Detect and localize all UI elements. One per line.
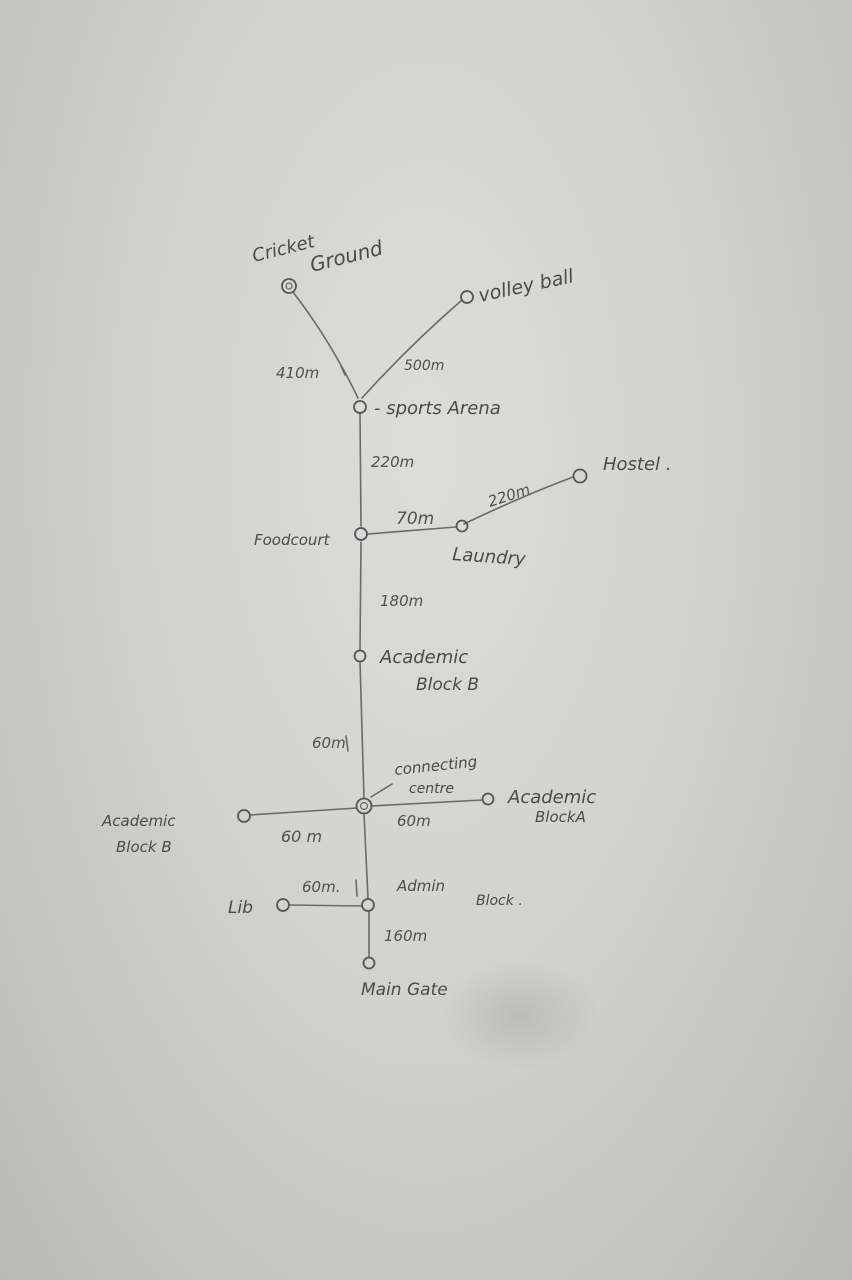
edge-lib-admin (288, 904, 363, 907)
distance-connecting-academic-b-left: 60 m (281, 827, 322, 846)
distance-volleyball-arena: 500m (404, 358, 444, 374)
distance-foodcourt-laundry: 70m (396, 509, 434, 529)
edge-cricket-arena (292, 291, 359, 399)
label-volleyball: volley ball (476, 265, 576, 307)
distance-academic-b-connecting: 60m (312, 734, 346, 752)
edge-connecting-academic-a (370, 799, 483, 807)
edge-connecting-academic-b-left (249, 807, 358, 816)
label-hostel: Hostel . (603, 454, 672, 475)
node-cricket-ground (281, 278, 297, 294)
node-admin-block (361, 898, 375, 912)
label-academic-a-block: BlockA (535, 808, 586, 826)
paper-shadow (440, 960, 600, 1070)
label-foodcourt: Foodcourt (254, 531, 331, 549)
label-sports-arena: - sports Arena (374, 398, 501, 419)
node-main-gate (362, 956, 376, 970)
distance-cricket-arena: 410m (276, 364, 319, 382)
label-main-gate: Main Gate (361, 980, 448, 1000)
label-admin: Admin (396, 877, 445, 895)
edge-arena-foodcourt (359, 412, 362, 527)
connecting-pointer (370, 783, 393, 798)
distance-lib-admin: 60m. (302, 878, 340, 896)
label-admin-block: Block . (476, 893, 523, 909)
edge-connecting-admin (363, 813, 369, 899)
distance-arena-foodcourt: 220m (371, 453, 414, 471)
distance-connecting-academic-a: 60m (397, 812, 431, 830)
distance-laundry-hostel: 220m (486, 480, 533, 510)
node-hostel (572, 468, 588, 484)
distance-foodcourt-academic-b: 180m (380, 592, 423, 610)
node-volleyball (460, 290, 474, 304)
label-lib: Lib (228, 898, 253, 918)
label-connecting: connecting (394, 752, 478, 779)
label-academic-b-left: Academic (101, 812, 176, 830)
distance-bracket-60-lib (355, 879, 358, 897)
label-academic-b: Academic (379, 647, 468, 668)
edge-laundry-hostel (463, 476, 574, 525)
node-academic-block-a (481, 792, 495, 806)
distance-bracket-410 (340, 365, 346, 376)
distance-bracket-60 (345, 735, 349, 752)
edge-foodcourt-laundry (367, 526, 457, 535)
node-academic-block-b (353, 649, 367, 663)
node-connecting-centre-inner (359, 801, 369, 811)
edge-academic-b-connecting (359, 661, 365, 799)
node-connecting-centre (355, 797, 373, 815)
distance-admin-main-gate: 160m (384, 927, 427, 945)
label-ground: Ground (307, 236, 385, 277)
node-sports-arena (353, 400, 367, 414)
node-lib (276, 898, 290, 912)
label-academic-b-block: Block B (416, 675, 479, 695)
label-centre: centre (409, 781, 454, 797)
label-laundry: Laundry (452, 544, 527, 570)
label-academic-b-left-block: Block B (116, 838, 172, 856)
node-academic-block-b-left (237, 809, 251, 823)
label-cricket: Cricket (250, 231, 318, 267)
edge-foodcourt-academic-b (359, 541, 362, 651)
edge-volleyball-arena (361, 299, 463, 399)
node-foodcourt (354, 527, 368, 541)
node-laundry (455, 519, 469, 533)
node-cricket-ground-inner (285, 282, 293, 290)
label-academic-a: Academic (507, 787, 596, 808)
